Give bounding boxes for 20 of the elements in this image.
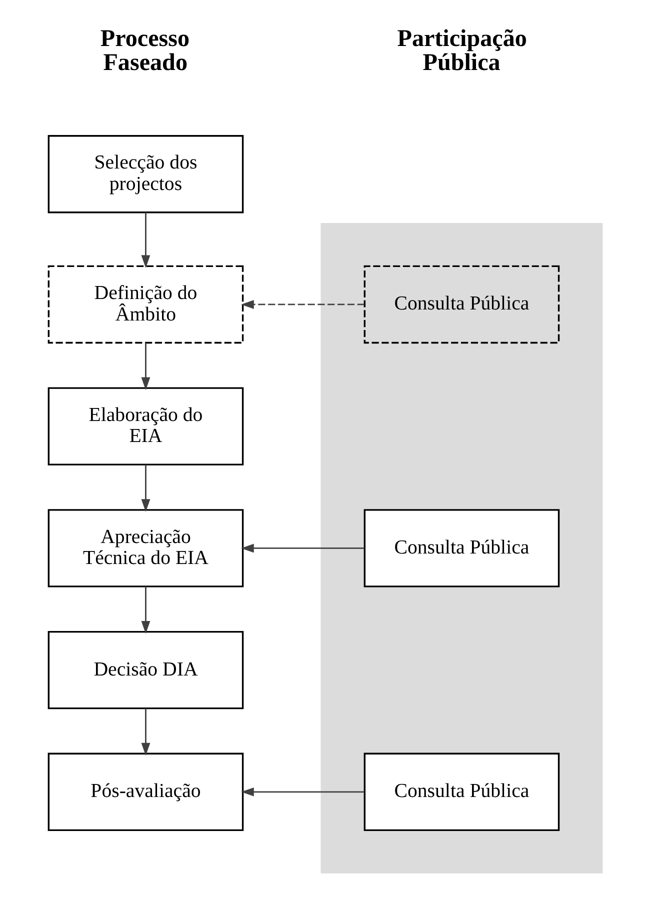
arrow (240, 300, 364, 309)
node-box: Consulta Pública (363, 265, 560, 344)
label: Processo Faseado (100, 26, 190, 76)
arrow (140, 342, 150, 390)
arrow (140, 212, 150, 268)
node-box: Consulta Pública (363, 509, 560, 588)
label: Participação Pública (396, 26, 526, 76)
node-box: Consulta Pública (363, 752, 560, 832)
node-box: Pós-avaliação (47, 752, 244, 832)
cluster (320, 223, 602, 874)
node-box: Definição do Âmbito (47, 265, 244, 344)
arrow (240, 544, 364, 553)
arrow (140, 464, 150, 512)
arrow (140, 708, 150, 756)
node-box: Elaboração do EIA (47, 387, 244, 466)
node-box: Decisão DIA (47, 630, 244, 710)
arrow (140, 586, 150, 634)
arrow (240, 787, 364, 796)
node-box: Apreciação Técnica do EIA (47, 509, 244, 588)
node-box: Selecção dos projectos (47, 135, 244, 214)
